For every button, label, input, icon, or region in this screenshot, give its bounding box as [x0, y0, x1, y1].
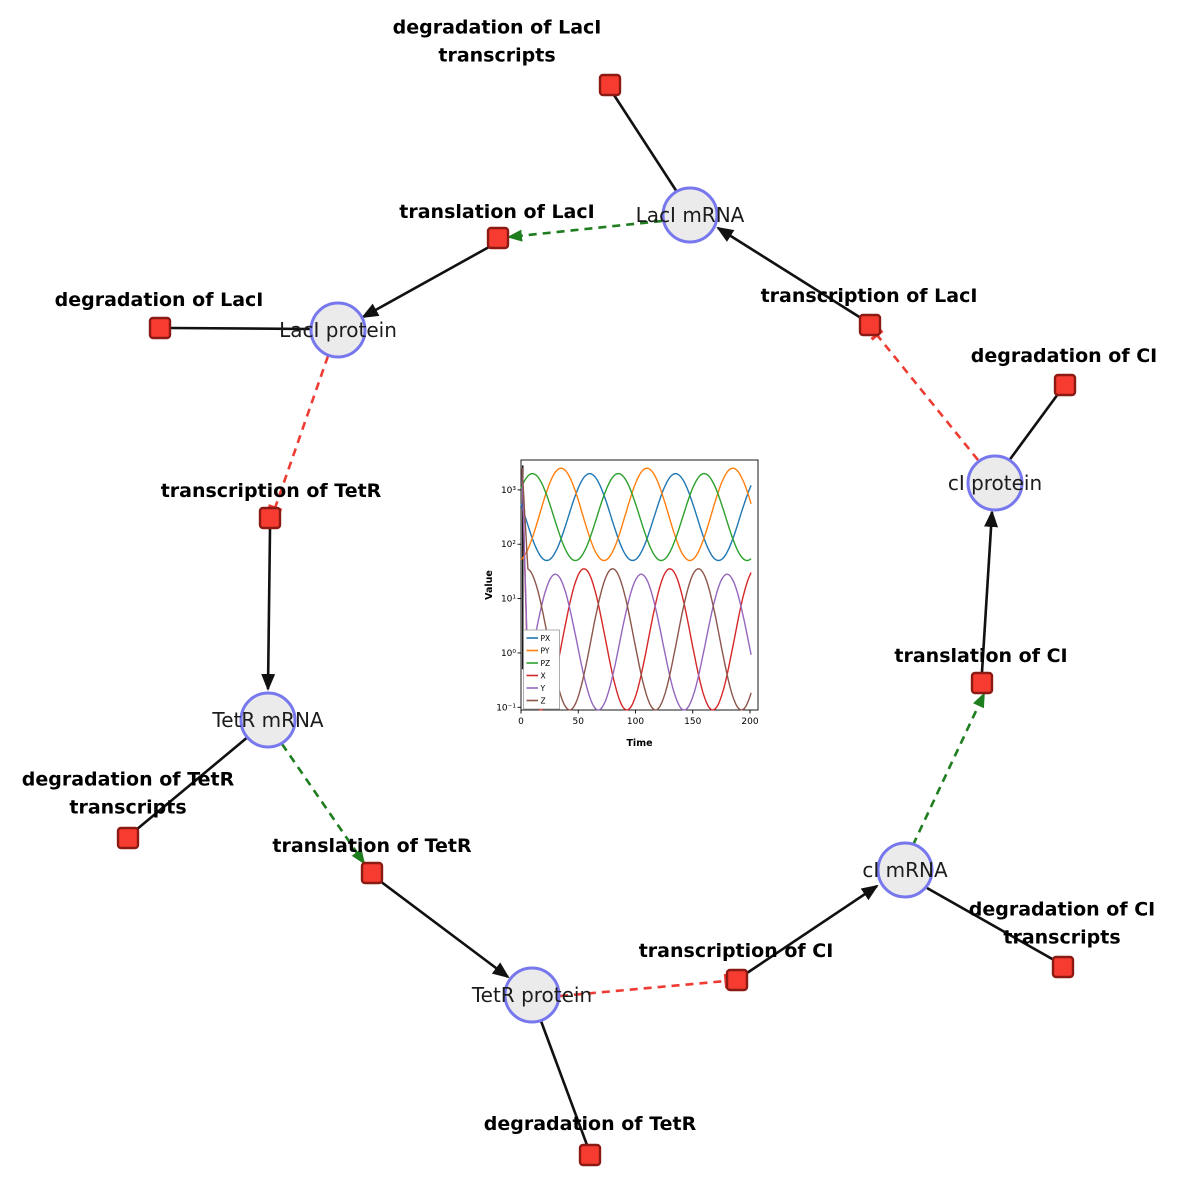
reaction-node-degradation-of-laci-transcripts[interactable] [598, 73, 622, 97]
series-line-PX [520, 472, 752, 562]
x-tick-label: 50 [573, 717, 585, 727]
legend-label-Y: Y [540, 684, 546, 693]
x-axis-label: Time [626, 738, 652, 749]
edge-consumption-9 [539, 1020, 589, 1146]
edge-layer [135, 94, 1060, 1146]
species-node-ci-mrna[interactable] [876, 841, 934, 899]
reaction-node-transcription-of-ci[interactable] [725, 968, 749, 992]
species-node-ci-protein[interactable] [966, 454, 1024, 512]
plot-frame [520, 459, 759, 711]
legend-label-PX: PX [541, 634, 551, 643]
series-line-PZ [520, 472, 752, 562]
edge-production-1 [261, 528, 276, 691]
edge-inhibition-15 [267, 355, 330, 512]
y-tick-label: 10⁻¹ [496, 703, 516, 713]
species-node-tetr-protein[interactable] [503, 966, 561, 1024]
edge-production-5 [716, 226, 862, 320]
legend-label-PZ: PZ [541, 659, 551, 668]
reaction-node-degradation-of-ci[interactable] [1053, 373, 1077, 397]
y-tick-label: 10⁰ [501, 649, 516, 659]
legend-label-X: X [541, 671, 546, 680]
reaction-node-degradation-of-tetr-transcripts[interactable] [116, 826, 140, 850]
node-layer [116, 73, 1077, 1167]
reaction-node-translation-of-tetr[interactable] [360, 861, 384, 885]
reaction-node-translation-of-laci[interactable] [486, 226, 510, 250]
x-tick-label: 150 [684, 717, 701, 727]
legend-label-Z: Z [541, 696, 546, 705]
edge-modifier-13 [280, 743, 366, 865]
reaction-node-degradation-of-laci[interactable] [148, 316, 172, 340]
edge-modifier-14 [911, 692, 986, 846]
reaction-node-degradation-of-tetr[interactable] [578, 1143, 602, 1167]
reaction-node-translation-of-ci[interactable] [970, 671, 994, 695]
edge-consumption-11 [1006, 393, 1060, 463]
reaction-node-transcription-of-laci[interactable] [858, 313, 882, 337]
x-tick-label: 100 [627, 717, 644, 727]
edge-production-3 [746, 884, 879, 975]
x-tick-label: 200 [741, 717, 758, 727]
species-node-tetr-mrna[interactable] [239, 691, 297, 749]
legend-label-PY: PY [541, 646, 550, 655]
legend-box [523, 629, 560, 710]
reaction-node-degradation-of-ci-transcripts[interactable] [1051, 955, 1075, 979]
edge-consumption-7 [170, 326, 311, 331]
species-node-laci-protein[interactable] [309, 301, 367, 359]
reaction-node-transcription-of-tetr[interactable] [258, 506, 282, 530]
edge-modifier-12 [507, 219, 663, 242]
y-tick-label: 10¹ [501, 595, 516, 605]
series-line-Y [521, 468, 752, 711]
x-tick-label: 0 [518, 717, 524, 727]
edge-production-4 [980, 510, 999, 673]
edge-consumption-8 [135, 735, 250, 831]
edge-consumption-6 [612, 94, 679, 193]
edge-inhibition-16 [559, 973, 729, 998]
edge-production-0 [361, 245, 490, 319]
edge-production-2 [379, 879, 510, 979]
y-axis-label: Value [484, 570, 495, 600]
edge-inhibition-17 [870, 329, 980, 461]
y-tick-label: 10³ [501, 486, 516, 496]
edge-consumption-10 [926, 886, 1055, 962]
species-node-laci-mrna[interactable] [661, 186, 719, 244]
series-line-PY [520, 467, 752, 562]
y-tick-label: 10² [501, 540, 516, 550]
